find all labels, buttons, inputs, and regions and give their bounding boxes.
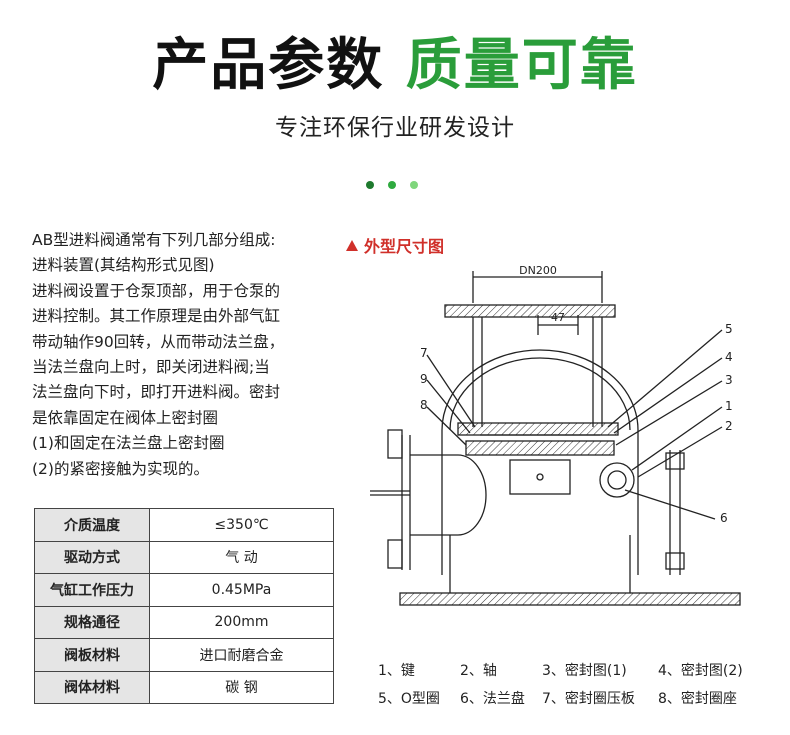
leader-6 bbox=[624, 489, 716, 520]
callout-4: 4 bbox=[725, 350, 733, 364]
spec-key: 阀板材料 bbox=[34, 638, 150, 672]
legend-item: 2、轴 bbox=[460, 663, 497, 679]
page-title: 产品参数 质量可靠 bbox=[0, 20, 790, 101]
bottom-flange bbox=[399, 592, 741, 606]
description-line: AB型进料阀通常有下列几部分组成: bbox=[32, 231, 276, 249]
description-line: 当法兰盘向上时，即关闭进料阀;当 bbox=[32, 358, 270, 377]
drawing-section-title-text: 外型尺寸图 bbox=[364, 237, 445, 256]
left-bolt-top bbox=[387, 429, 403, 459]
leader-3 bbox=[615, 380, 723, 446]
title-green-part: 质量可靠 bbox=[405, 33, 638, 98]
leader-7 bbox=[426, 354, 476, 428]
legend-item: 6、法兰盘 bbox=[460, 691, 525, 707]
legend-item: 8、密封圈座 bbox=[658, 691, 737, 707]
top-flange bbox=[444, 304, 616, 318]
description-line: 是依靠固定在阀体上密封圈 bbox=[32, 408, 219, 427]
shaft-hub bbox=[607, 470, 627, 490]
right-bolt-bottom bbox=[665, 552, 685, 570]
spec-value: 进口耐磨合金 bbox=[149, 638, 334, 672]
leader-1 bbox=[631, 406, 723, 471]
callout-9: 9 bbox=[420, 372, 428, 386]
title-dark-part: 产品参数 bbox=[152, 33, 385, 98]
dim-47-label: 47 bbox=[551, 311, 565, 324]
legend-item: 1、键 bbox=[378, 663, 415, 679]
description-line: 带动轴作90回转，从而带动法兰盘， bbox=[32, 332, 285, 351]
legend-row: 1、键 2、轴 3、密封图(1) 4、密封图(2) bbox=[378, 656, 778, 684]
legend-row: 5、O型圈 6、法兰盘 7、密封圈压板 8、密封圈座 bbox=[378, 684, 778, 712]
callout-1: 1 bbox=[725, 399, 733, 413]
leader-5 bbox=[607, 329, 723, 428]
left-bolt-bottom bbox=[387, 539, 403, 569]
parts-legend: 1、键 2、轴 3、密封图(1) 4、密封图(2) 5、O型圈 6、法兰盘 7、… bbox=[378, 656, 778, 712]
spec-key: 气缸工作压力 bbox=[34, 573, 150, 607]
spec-value: 碳 钢 bbox=[149, 670, 334, 704]
triangle-icon bbox=[346, 240, 358, 251]
callout-5: 5 bbox=[725, 322, 733, 336]
description-line: 进料装置(其结构形式见图) bbox=[32, 256, 215, 275]
callout-7: 7 bbox=[420, 346, 428, 360]
legend-item: 4、密封图(2) bbox=[658, 663, 743, 679]
valve-drawing: DN200 47 7 9 8 5 4 3 1 2 6 bbox=[370, 264, 741, 606]
decorative-dots bbox=[366, 181, 418, 189]
legend-item: 7、密封圈压板 bbox=[542, 691, 635, 707]
spec-key: 规格通径 bbox=[34, 605, 150, 639]
left-elbow bbox=[410, 454, 487, 536]
callout-3: 3 bbox=[725, 373, 733, 387]
dot-3 bbox=[410, 181, 418, 189]
spec-value: 200mm bbox=[149, 605, 334, 639]
table-row: 阀体材料碳 钢 bbox=[34, 670, 334, 704]
description-line: (2)的紧密接触为实现的。 bbox=[32, 459, 209, 478]
flange-disk bbox=[465, 440, 615, 456]
dim-dn-label: DN200 bbox=[519, 264, 557, 277]
spec-value: 气 动 bbox=[149, 540, 334, 574]
leader-9 bbox=[426, 379, 471, 434]
spec-value: 0.45MPa bbox=[149, 573, 334, 607]
seal-plate bbox=[457, 422, 619, 436]
subtitle: 专注环保行业研发设计 bbox=[275, 115, 515, 141]
actuator-body bbox=[509, 459, 571, 495]
description-line: (1)和固定在法兰盘上密封圈 bbox=[32, 434, 225, 453]
callout-8: 8 bbox=[420, 398, 428, 412]
dot-2 bbox=[388, 181, 396, 189]
dome-outer bbox=[441, 349, 639, 431]
description-text: AB型进料阀通常有下列几部分组成: 进料装置(其结构形式见图) 进料阀设置于仓泵… bbox=[32, 228, 332, 482]
callout-2: 2 bbox=[725, 419, 733, 433]
dot-1 bbox=[366, 181, 374, 189]
table-row: 驱动方式气 动 bbox=[34, 540, 334, 574]
table-row: 介质温度≤350℃ bbox=[34, 508, 334, 542]
description-line: 进料阀设置于仓泵顶部，用于仓泵的 bbox=[32, 281, 281, 300]
leader-8 bbox=[426, 406, 467, 446]
dome-inner bbox=[449, 357, 631, 431]
description-line: 进料控制。其工作原理是由外部气缸 bbox=[32, 307, 281, 326]
spec-value: ≤350℃ bbox=[149, 508, 334, 542]
legend-item: 5、O型圈 bbox=[378, 691, 440, 707]
spec-key: 阀体材料 bbox=[34, 670, 150, 704]
actuator-pin bbox=[536, 473, 544, 481]
spec-key: 驱动方式 bbox=[34, 540, 150, 574]
table-row: 阀板材料进口耐磨合金 bbox=[34, 638, 334, 672]
leader-2 bbox=[637, 426, 723, 478]
callout-6: 6 bbox=[720, 511, 728, 525]
drawing-section-title: 外型尺寸图 bbox=[346, 233, 444, 257]
legend-item: 3、密封图(1) bbox=[542, 663, 627, 679]
shaft-wheel bbox=[599, 462, 635, 498]
leader-4 bbox=[613, 357, 723, 434]
description-line: 法兰盘向下时，即打开进料阀。密封 bbox=[32, 383, 281, 402]
spec-key: 介质温度 bbox=[34, 508, 150, 542]
